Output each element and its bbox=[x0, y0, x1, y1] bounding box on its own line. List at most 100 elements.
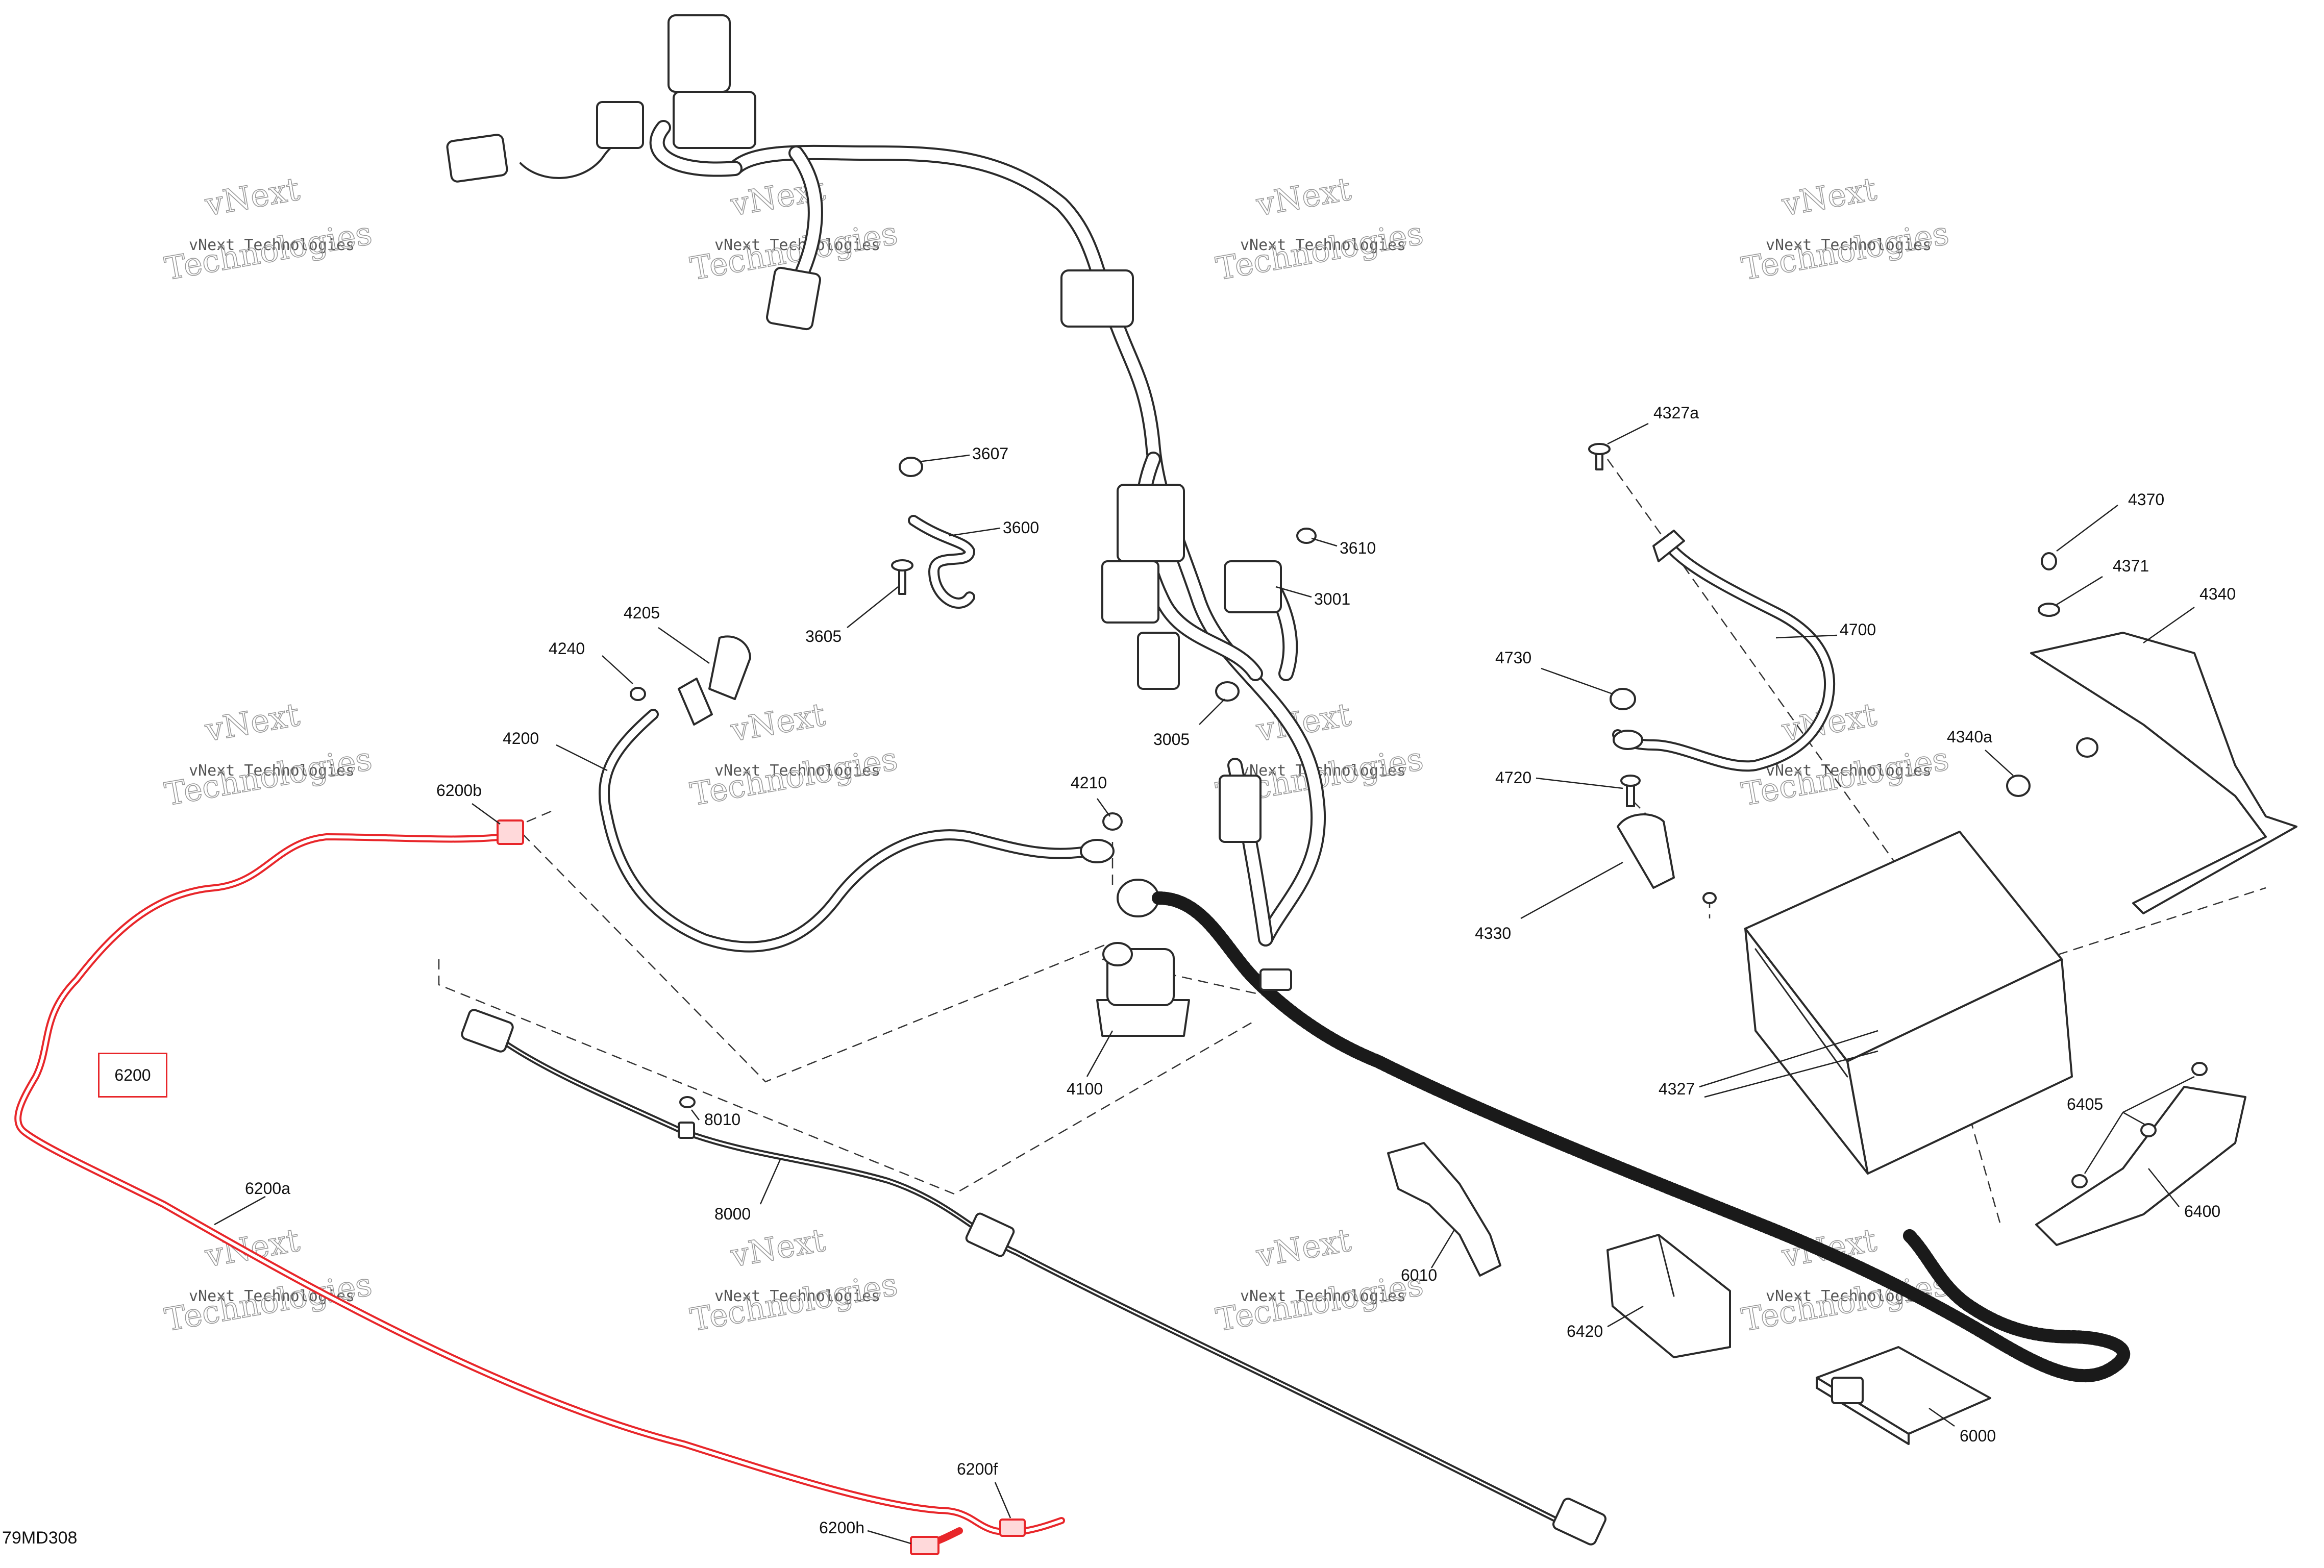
callout-4370[interactable]: 4370 bbox=[2128, 490, 2164, 509]
leader-6405-c bbox=[2084, 1112, 2124, 1174]
harness-connector-top-lower bbox=[673, 91, 756, 149]
callout-4205[interactable]: 4205 bbox=[624, 604, 660, 622]
cable-4700-bracket bbox=[1652, 530, 1685, 562]
watermark-text: vNext Technologies bbox=[189, 236, 355, 254]
battery-cable-4200 bbox=[599, 635, 1123, 953]
callout-6200f[interactable]: 6200f bbox=[957, 1460, 998, 1478]
callout-4240[interactable]: 4240 bbox=[549, 639, 585, 658]
watermark-technologies: Technologies bbox=[1739, 214, 1951, 287]
leader-4327 bbox=[1699, 1030, 1878, 1088]
cable-4700-inner bbox=[1614, 547, 1834, 770]
callout-6200a[interactable]: 6200a bbox=[245, 1179, 290, 1198]
callout-4730[interactable]: 4730 bbox=[1495, 649, 1531, 667]
nut-3607 bbox=[899, 457, 923, 477]
terminal-cover-body bbox=[1617, 813, 1675, 889]
harness-6200-main-inner bbox=[16, 835, 1063, 1534]
leader-4210 bbox=[1096, 798, 1111, 817]
dashed-line-8000 bbox=[438, 959, 1256, 1195]
heat-shield-body bbox=[2035, 1086, 2246, 1246]
watermark-technologies: Technologies bbox=[687, 740, 900, 813]
callout-4100[interactable]: 4100 bbox=[1067, 1080, 1103, 1098]
watermark-11: vNext vNext Technologies Technologies bbox=[1213, 1221, 1426, 1339]
clip-8010-base bbox=[678, 1122, 695, 1139]
leader-4370 bbox=[2056, 505, 2118, 552]
solenoid-terminal-left bbox=[1102, 942, 1133, 966]
connector-6200h bbox=[910, 1536, 940, 1555]
watermark-5: vNext vNext Technologies Technologies bbox=[161, 695, 375, 813]
watermark-technologies: Technologies bbox=[1213, 214, 1426, 287]
callout-3607[interactable]: 3607 bbox=[972, 444, 1008, 463]
battery-4327 bbox=[1744, 831, 2073, 1175]
watermark-text: vNext Technologies bbox=[1240, 236, 1406, 254]
watermark-text: vNext Technologies bbox=[189, 762, 355, 780]
leader-4730 bbox=[1541, 667, 1613, 695]
callout-4340a[interactable]: 4340a bbox=[1947, 728, 1992, 746]
callout-4340[interactable]: 4340 bbox=[2199, 585, 2236, 603]
callout-6200b[interactable]: 6200b bbox=[436, 781, 482, 800]
callout-8010[interactable]: 8010 bbox=[704, 1110, 740, 1129]
callout-4210[interactable]: 4210 bbox=[1071, 774, 1107, 792]
callout-6000[interactable]: 6000 bbox=[1960, 1427, 1996, 1445]
cable-4700-lug bbox=[1613, 730, 1643, 750]
dashed-line-4327a bbox=[1606, 459, 1899, 868]
leader-4330 bbox=[1520, 861, 1623, 919]
callout-4371[interactable]: 4371 bbox=[2113, 557, 2149, 575]
callout-6420[interactable]: 6420 bbox=[1567, 1322, 1603, 1340]
bracket-6010-body bbox=[1387, 1142, 1501, 1277]
bracket-6010 bbox=[1387, 1142, 1501, 1277]
leader-3610 bbox=[1311, 537, 1338, 547]
leader-6000 bbox=[1929, 1407, 1955, 1427]
battery-side bbox=[1846, 958, 2073, 1175]
watermark-vnext: vNext bbox=[202, 695, 303, 749]
callout-4720[interactable]: 4720 bbox=[1495, 768, 1531, 787]
harness-connector-low-left bbox=[1137, 632, 1180, 690]
callout-4327a[interactable]: 4327a bbox=[1653, 404, 1699, 422]
watermark-vnext: vNext bbox=[202, 1221, 303, 1274]
nut-4340a bbox=[2006, 775, 2031, 797]
connector-6200b bbox=[497, 819, 524, 845]
watermark-technologies: Technologies bbox=[687, 1265, 900, 1338]
callout-3600[interactable]: 3600 bbox=[1003, 518, 1039, 537]
watermark-text: vNext Technologies bbox=[1240, 1287, 1406, 1305]
callout-4700[interactable]: 4700 bbox=[1840, 620, 1876, 639]
callout-6010[interactable]: 6010 bbox=[1401, 1266, 1437, 1284]
leader-3605 bbox=[847, 586, 899, 628]
conduit-harness bbox=[1152, 891, 2131, 1383]
callout-8000[interactable]: 8000 bbox=[714, 1205, 751, 1223]
bracket-6420-body bbox=[1606, 1234, 1731, 1358]
ground-cable-3600 bbox=[891, 457, 975, 609]
nut-4730 bbox=[1610, 688, 1636, 710]
terminal-cover-4205 bbox=[678, 678, 713, 726]
harness-8000-connector-mid bbox=[965, 1212, 1015, 1257]
bolt-3605-head bbox=[891, 559, 913, 571]
heat-shield-6400 bbox=[2035, 1062, 2246, 1246]
callout-3005[interactable]: 3005 bbox=[1153, 730, 1190, 749]
harness-connector-mid bbox=[1060, 269, 1134, 328]
callout-6200h[interactable]: 6200h bbox=[819, 1519, 864, 1537]
battery-cable-4700 bbox=[1588, 443, 1836, 807]
watermark-vnext: vNext bbox=[1253, 1221, 1354, 1274]
watermark-technologies: Technologies bbox=[1213, 1265, 1426, 1338]
callout-4327[interactable]: 4327 bbox=[1659, 1080, 1695, 1098]
bolt-4370 bbox=[2041, 552, 2057, 570]
fastener-6405-a bbox=[2191, 1062, 2208, 1076]
harness-branch-top-inner bbox=[651, 122, 740, 175]
watermark-text: vNext Technologies bbox=[714, 236, 880, 254]
leader-8010 bbox=[691, 1109, 700, 1121]
conduit-clip bbox=[1259, 968, 1292, 991]
connector-6200f bbox=[999, 1519, 1026, 1537]
callout-3610[interactable]: 3610 bbox=[1340, 539, 1376, 557]
callout-6405[interactable]: 6405 bbox=[2067, 1095, 2103, 1113]
nut-4240 bbox=[630, 687, 646, 701]
callout-3001[interactable]: 3001 bbox=[1314, 590, 1350, 608]
watermark-10: vNext vNext Technologies Technologies bbox=[687, 1221, 900, 1339]
leader-4340 bbox=[2143, 606, 2195, 644]
callout-labels: 3607 3600 3605 3610 3001 3005 4205 4240 … bbox=[245, 404, 2236, 1537]
watermark-text: vNext Technologies bbox=[1240, 762, 1406, 780]
callout-4330[interactable]: 4330 bbox=[1475, 924, 1511, 942]
leader-6405-b bbox=[2122, 1111, 2146, 1126]
callout-4200[interactable]: 4200 bbox=[503, 729, 539, 748]
highlighted-part-6200-box[interactable]: 6200 bbox=[98, 1053, 167, 1098]
callout-3605[interactable]: 3605 bbox=[805, 627, 842, 645]
callout-6400[interactable]: 6400 bbox=[2184, 1202, 2220, 1221]
